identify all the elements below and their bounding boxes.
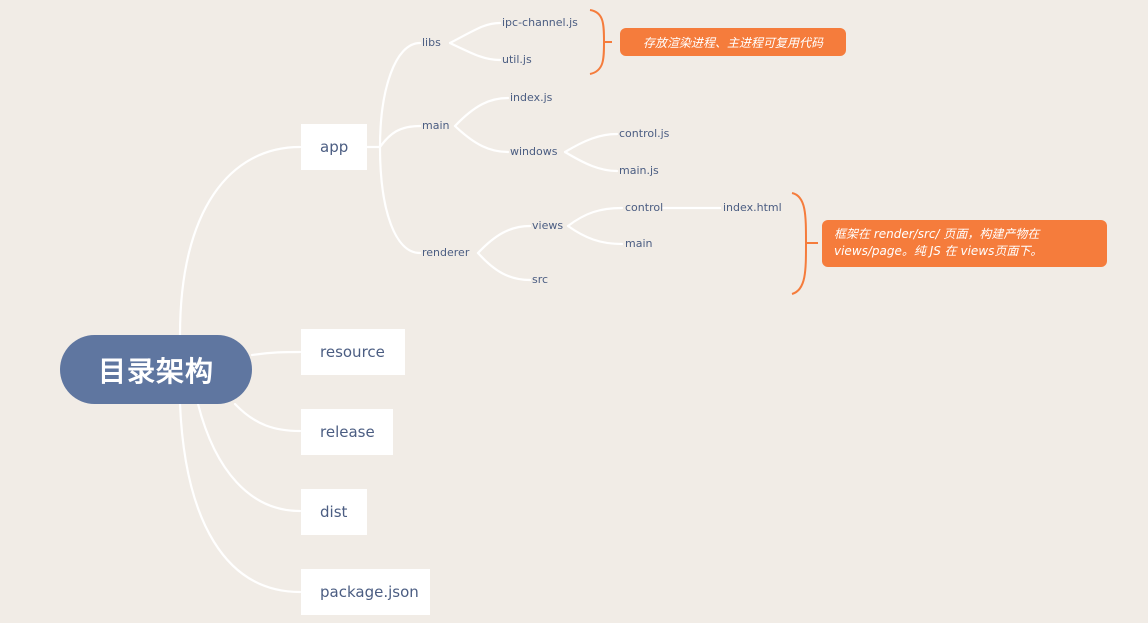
node-resource[interactable]: resource: [301, 329, 405, 375]
node-renderer[interactable]: renderer: [422, 246, 470, 259]
link-app-main: [378, 124, 422, 149]
node-windows[interactable]: windows: [510, 145, 558, 158]
node-index-html[interactable]: index.html: [723, 201, 782, 214]
node-views-main[interactable]: main: [625, 237, 653, 250]
renderer-note[interactable]: 框架在 render/src/ 页面，构建产物在 views/page。纯 JS…: [822, 220, 1107, 267]
link-root-package: [178, 402, 302, 594]
node-release[interactable]: release: [301, 409, 393, 455]
link-renderer-views: [476, 224, 532, 255]
link-root-release: [233, 402, 302, 433]
link-root-app: [178, 145, 302, 337]
node-ipc-channel-js[interactable]: ipc-channel.js: [502, 16, 578, 29]
node-dist[interactable]: dist: [301, 489, 367, 535]
link-app-renderer: [378, 145, 422, 255]
node-index-js[interactable]: index.js: [510, 91, 553, 104]
link-main-index: [453, 96, 510, 128]
link-views-main: [566, 224, 624, 246]
link-windows-main: [563, 150, 619, 173]
link-windows-control: [563, 132, 619, 154]
node-src[interactable]: src: [532, 273, 549, 286]
link-libs-util: [448, 41, 502, 62]
node-main[interactable]: main: [422, 119, 450, 132]
node-app[interactable]: app: [301, 124, 367, 170]
node-package-json[interactable]: package.json: [301, 569, 430, 615]
renderer-note-brace: [791, 192, 818, 295]
link-main-windows: [453, 124, 510, 154]
node-util-js[interactable]: util.js: [502, 53, 532, 66]
node-control-js[interactable]: control.js: [619, 127, 670, 140]
link-app-libs: [378, 41, 422, 149]
libs-note[interactable]: 存放渲染进程、主进程可复用代码: [620, 28, 846, 56]
link-views-control: [566, 206, 624, 228]
node-views[interactable]: views: [532, 219, 564, 232]
link-root-dist: [196, 402, 302, 513]
link-libs-ipc: [448, 21, 502, 45]
node-libs[interactable]: libs: [422, 36, 441, 49]
libs-note-brace: [589, 9, 612, 75]
link-root-resource: [250, 350, 302, 357]
root-node[interactable]: 目录架构: [60, 335, 252, 404]
node-main-js[interactable]: main.js: [619, 164, 659, 177]
node-views-control[interactable]: control: [625, 201, 664, 214]
link-renderer-src: [476, 251, 532, 282]
